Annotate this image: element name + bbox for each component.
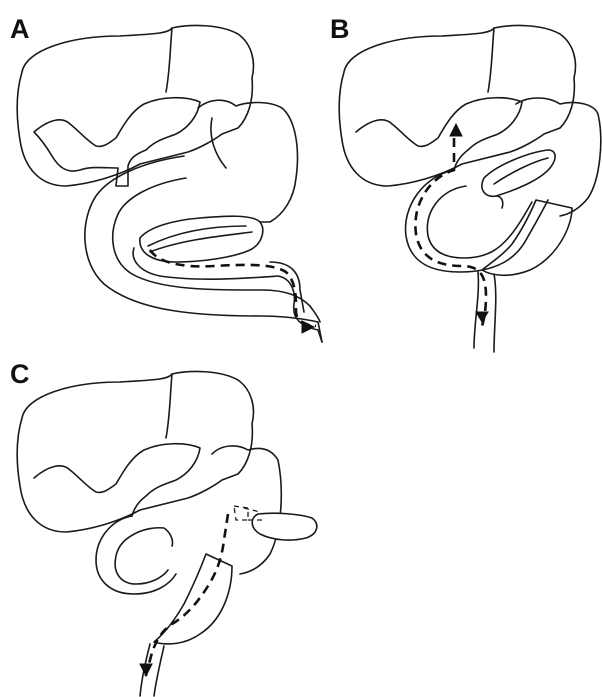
liver-lobe-line <box>166 374 172 438</box>
panel-b: B <box>330 14 601 352</box>
pancreas <box>252 513 317 540</box>
liver-lobe-line <box>166 28 172 92</box>
liver-outline <box>17 26 253 186</box>
liver-lobe-line <box>488 28 494 92</box>
stomach <box>212 446 281 574</box>
panel-a: A <box>10 14 322 342</box>
flow-arrow-b-down <box>476 312 488 322</box>
panel-label-a: A <box>10 14 30 44</box>
panel-c: C <box>10 359 317 696</box>
flow-path-c <box>146 514 228 676</box>
hepatic-structure <box>356 98 522 170</box>
stomach <box>198 100 297 222</box>
flow-arrow-c <box>140 664 152 676</box>
hepatic-structure <box>34 444 200 516</box>
panel-label-b: B <box>330 14 350 44</box>
loop-inner <box>427 186 532 258</box>
flow-arrow-b-up <box>450 124 462 136</box>
stomach-inner <box>211 118 226 168</box>
loop-inner <box>115 528 172 584</box>
hepatic-structure <box>34 98 200 186</box>
jejunum-limb <box>133 248 322 342</box>
panel-label-c: C <box>10 359 30 389</box>
flow-arrow-a <box>302 321 314 333</box>
flow-path-b <box>415 138 486 326</box>
